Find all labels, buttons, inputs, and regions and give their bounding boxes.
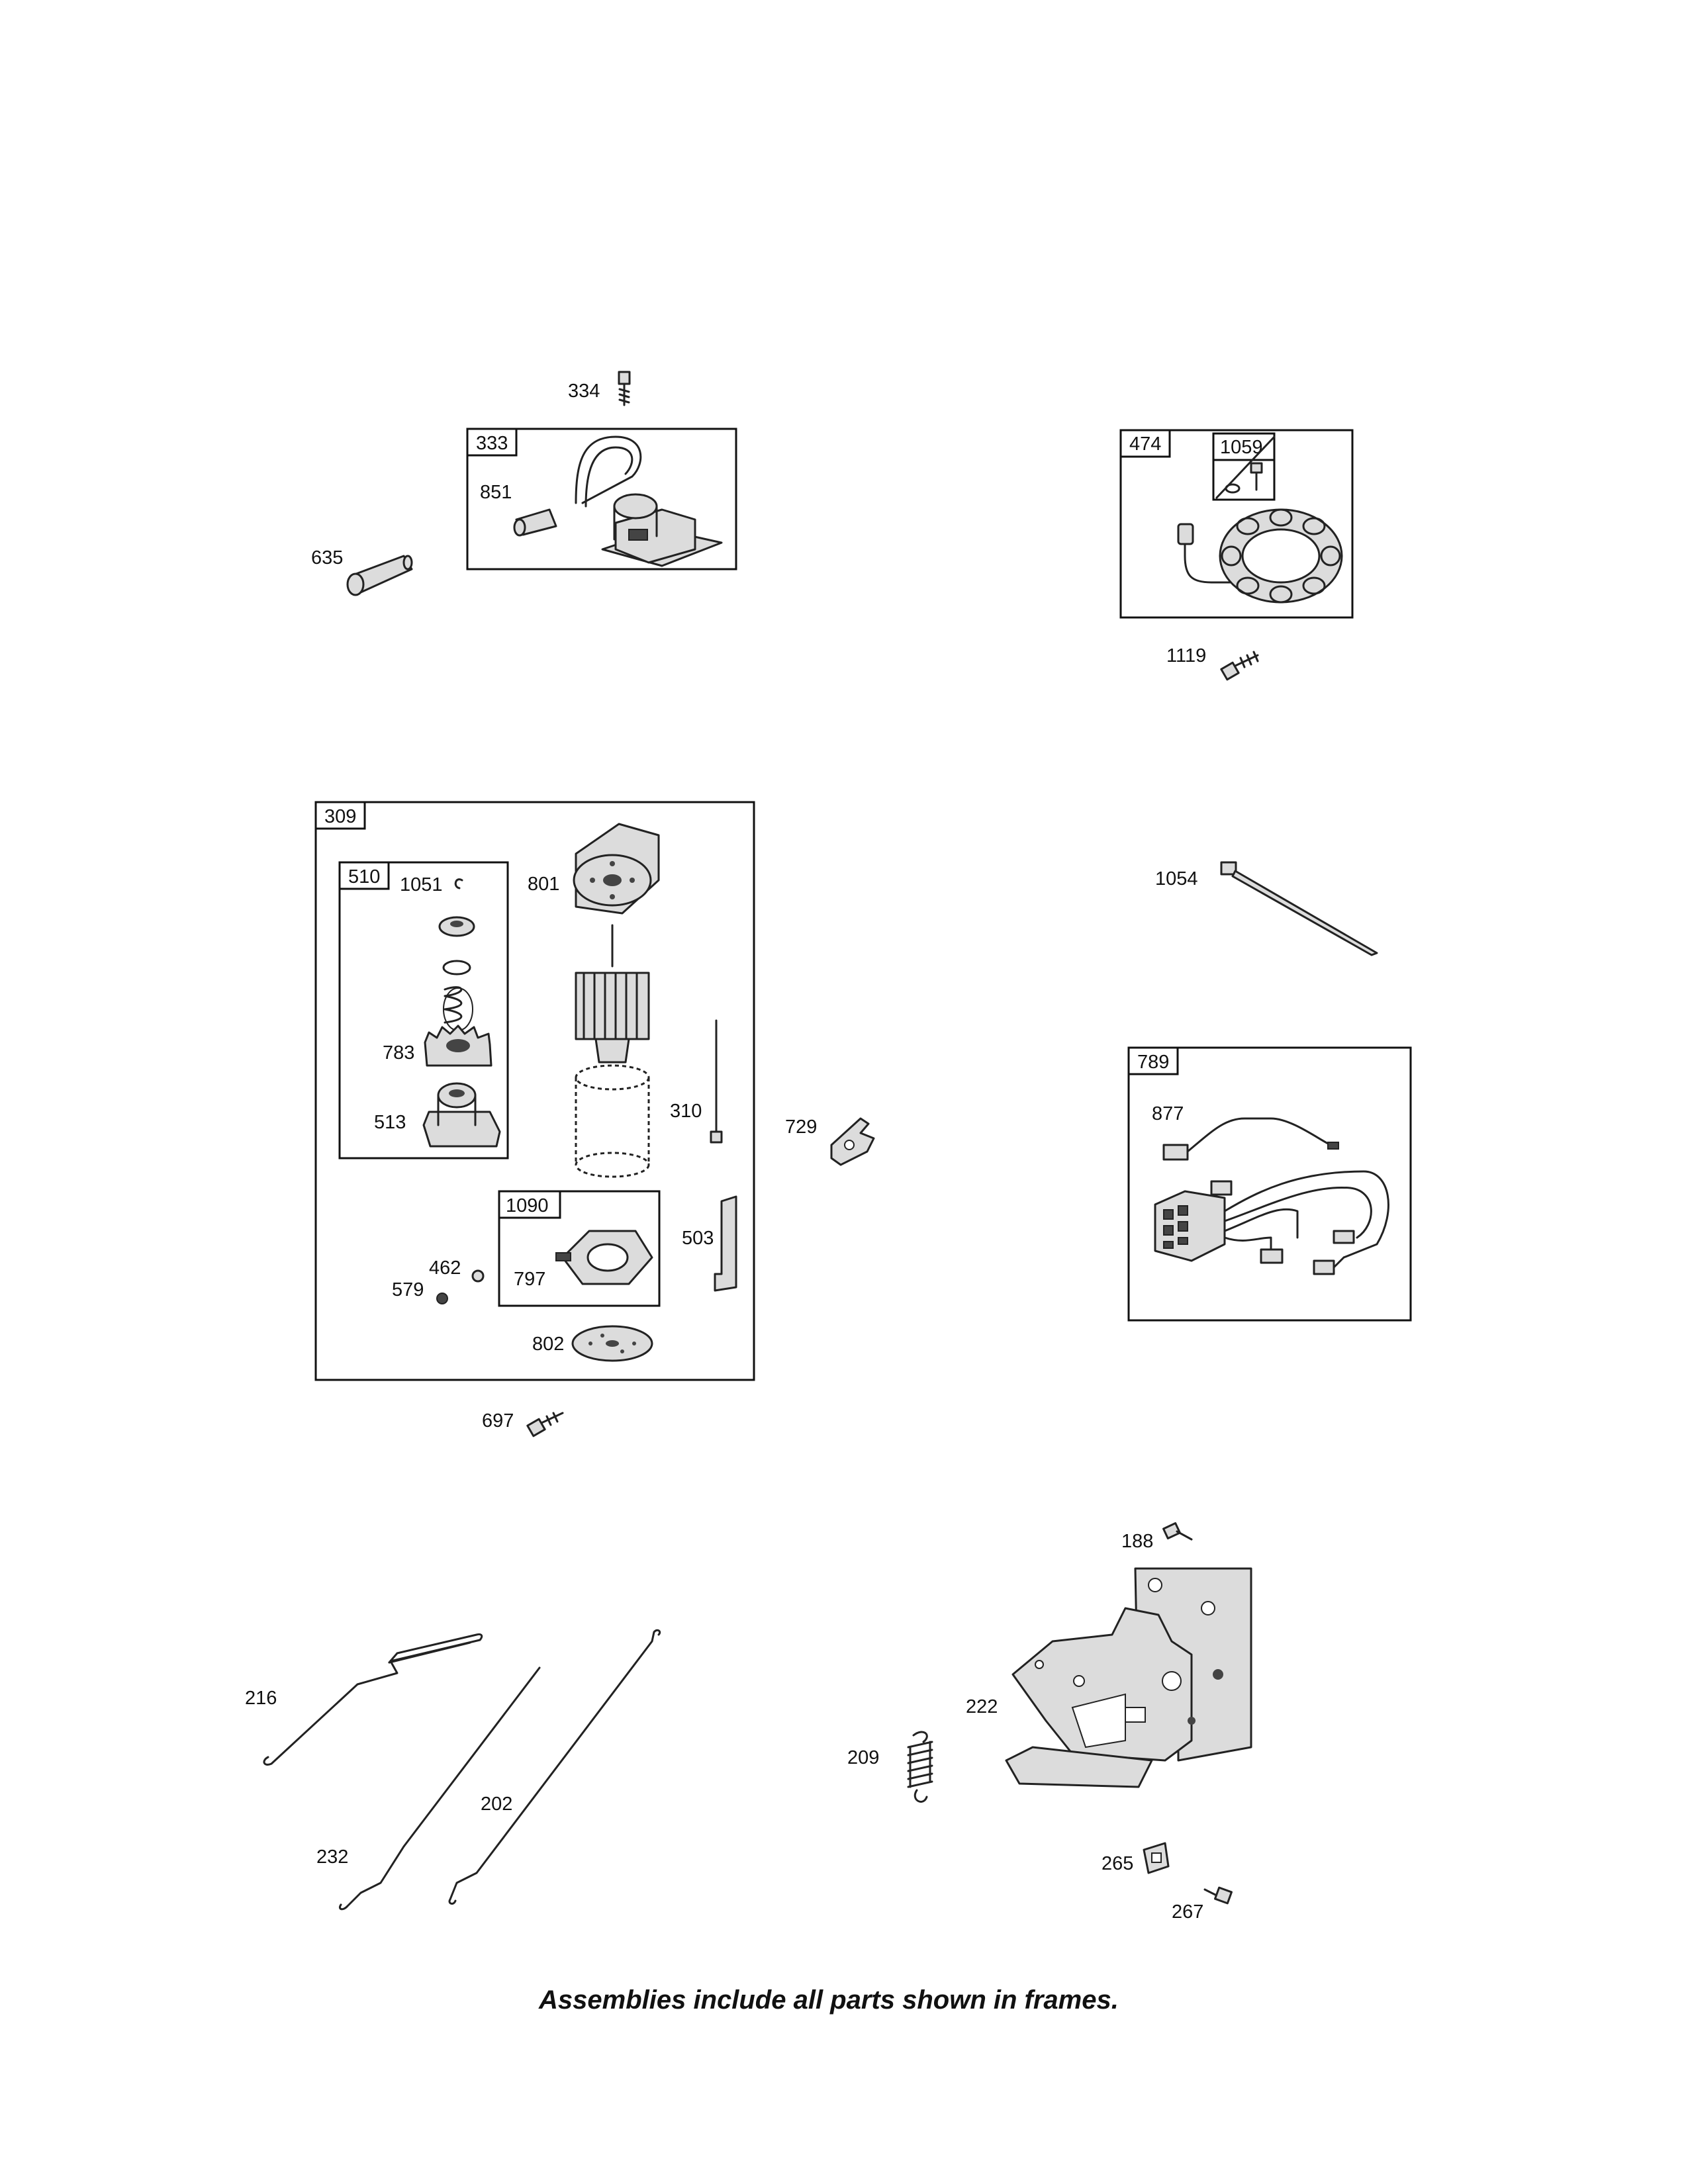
wire-877-icon	[1162, 1117, 1339, 1161]
assembly-tag-789	[1127, 1046, 1179, 1075]
callout-877: 877	[1152, 1103, 1184, 1124]
cable-tie-1054-icon	[1220, 861, 1378, 956]
callout-309: 309	[324, 806, 356, 827]
retaining-ring-1051-icon	[454, 878, 463, 889]
callout-232: 232	[316, 1846, 348, 1868]
callout-510: 510	[348, 866, 380, 887]
starter-drive-parts-icon	[438, 916, 475, 1031]
motor-housing-icon	[575, 1064, 650, 1178]
assembly-tag-333	[466, 428, 518, 457]
spring-209-icon	[907, 1731, 933, 1803]
washer-screw-1059-icon	[1215, 435, 1276, 499]
callout-267: 267	[1172, 1901, 1203, 1923]
alternator-stator-icon	[1177, 508, 1343, 604]
assembly-frame-333	[466, 428, 737, 570]
end-cap-801-icon	[573, 823, 660, 915]
callout-1090: 1090	[506, 1195, 549, 1216]
callout-1059: 1059	[1220, 437, 1263, 458]
bracket-729-icon	[830, 1117, 875, 1166]
sleeve-635-icon	[346, 555, 413, 596]
callout-789: 789	[1137, 1052, 1169, 1073]
assemblies-caption: Assemblies include all parts shown in fr…	[538, 1985, 1119, 2015]
callout-729: 729	[785, 1116, 817, 1138]
rod-202-icon	[448, 1629, 661, 1905]
callout-334: 334	[568, 381, 600, 402]
callout-222: 222	[966, 1696, 998, 1717]
callout-1051: 1051	[400, 874, 443, 895]
callout-333: 333	[476, 433, 508, 454]
callout-265: 265	[1102, 1853, 1133, 1874]
callout-310: 310	[670, 1101, 702, 1122]
pinion-gear-783-icon	[424, 1024, 492, 1067]
assembly-frame-789	[1127, 1046, 1412, 1322]
callout-783: 783	[383, 1042, 414, 1064]
callout-188: 188	[1121, 1531, 1153, 1552]
callout-579: 579	[392, 1279, 424, 1300]
alternator-group: 474 1059 1119	[1119, 429, 1354, 681]
control-bracket-222-icon	[1005, 1567, 1252, 1788]
wiring-harness-group: 789 877	[1127, 1046, 1412, 1322]
control-bracket-group: 188 222 209 265	[847, 1522, 1252, 1923]
screw-267-icon	[1203, 1886, 1233, 1905]
through-bolt-310-icon	[710, 1019, 723, 1144]
callout-216: 216	[245, 1688, 277, 1709]
nut-579-icon	[436, 1293, 448, 1304]
assembly-frame-510	[338, 861, 509, 1160]
starter-motor-group: 309 510 1051 783 513 801	[314, 801, 755, 1381]
assembly-tag-1059	[1212, 432, 1276, 461]
callout-802: 802	[532, 1334, 564, 1355]
callout-462: 462	[429, 1257, 461, 1279]
callout-797: 797	[514, 1269, 545, 1290]
callout-697: 697	[482, 1410, 514, 1432]
assembly-frame-474	[1119, 429, 1354, 619]
assembly-tag-510	[338, 861, 390, 890]
assembly-tag-1090	[498, 1190, 561, 1219]
callout-513: 513	[374, 1112, 406, 1133]
ignition-coil-icon	[575, 435, 723, 567]
assembly-frame-1090	[498, 1190, 661, 1307]
clutch-513-icon	[422, 1082, 501, 1148]
rod-232-icon	[338, 1666, 541, 1911]
clip-265-icon	[1143, 1842, 1170, 1874]
assembly-tag-474	[1119, 429, 1171, 458]
callout-503: 503	[682, 1228, 714, 1249]
end-plate-802-icon	[571, 1325, 653, 1362]
rod-216-icon	[263, 1633, 483, 1766]
harness-connector-icon	[1154, 1170, 1389, 1275]
washer-462-icon	[471, 1269, 485, 1283]
spark-plug-boot-851-icon	[513, 508, 557, 537]
linkage-rods-group: 216 232 202	[245, 1629, 661, 1911]
bracket-503-icon	[714, 1195, 737, 1292]
callout-1054: 1054	[1155, 868, 1198, 889]
callout-801: 801	[528, 874, 559, 895]
brush-holder-797-icon	[555, 1230, 653, 1285]
screw-1119-icon	[1220, 651, 1259, 681]
callout-209: 209	[847, 1747, 879, 1768]
screw-188-icon	[1162, 1522, 1193, 1541]
ignition-coil-group: 334 333 851 635	[311, 371, 737, 596]
screw-697-icon	[526, 1412, 564, 1437]
armature-icon	[575, 924, 650, 1064]
callout-851: 851	[480, 482, 512, 503]
callout-1119: 1119	[1166, 645, 1206, 666]
assembly-frame-309	[314, 801, 755, 1381]
callout-474: 474	[1129, 433, 1161, 455]
callout-202: 202	[481, 1794, 512, 1815]
callout-635: 635	[311, 547, 343, 569]
screw-334-icon	[618, 371, 631, 406]
assembly-tag-309	[314, 801, 366, 830]
